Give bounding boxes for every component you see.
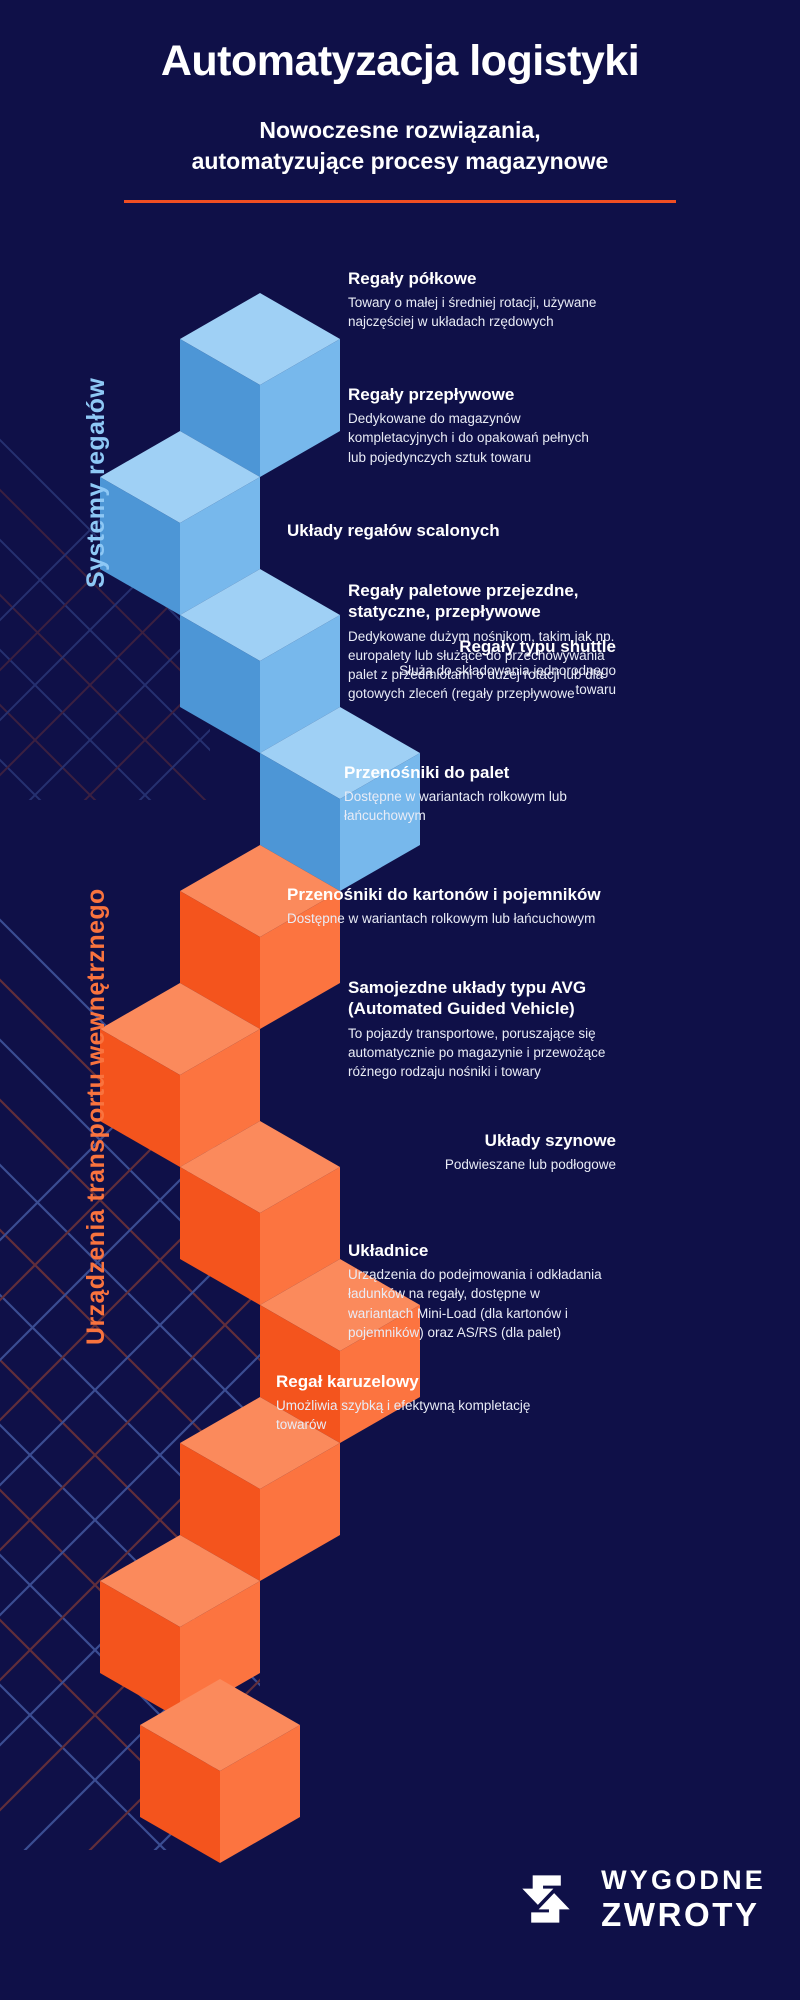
cube-orange-6 <box>100 1535 260 1719</box>
subtitle-line-2: automatyzujące procesy magazynowe <box>191 147 609 174</box>
subtitle-line-1: Nowoczesne rozwiązania, <box>259 117 541 144</box>
entry-przenosniki-do-palet: Przenośniki do palet Dostępne w warianta… <box>344 762 604 826</box>
entry-regaly-typu-shuttle: Regały typu shuttle Służą do składowania… <box>366 636 616 700</box>
cube-orange-3 <box>180 1121 340 1305</box>
entry-title: Regały przepływowe <box>348 385 515 404</box>
brand-logo: WYGODNE ZWROTY <box>509 1862 766 1936</box>
entry-uklady-szynowe: Układy szynowe Podwieszane lub podłogowe <box>366 1130 616 1174</box>
background-hatch-main <box>0 918 260 1850</box>
entry-body: Umożliwia szybką i efektywną kompletację… <box>276 1398 531 1433</box>
entry-title: Regały paletowe przejezdne, statyczne, p… <box>348 581 579 622</box>
entry-przenosniki-do-kartonow: Przenośniki do kartonów i pojemników Dos… <box>287 884 617 928</box>
category-label-transport: Urządzenia transportu wewnętrznego <box>82 888 110 1345</box>
entry-title: Regał karuzelowy <box>276 1372 419 1391</box>
swap-arrows-icon <box>522 1875 570 1923</box>
entry-body: Dostępne w wariantach rolkowym lub łańcu… <box>344 789 567 824</box>
entry-body: To pojazdy transportowe, poruszające się… <box>348 1025 606 1079</box>
cube-orange-1 <box>180 845 340 1029</box>
entry-body: Służą do składowania jednorodnego towaru <box>399 663 616 698</box>
entry-body: Dostępne w wariantach rolkowym lub łańcu… <box>287 911 596 927</box>
entry-title: Przenośniki do kartonów i pojemników <box>287 885 601 904</box>
entry-regal-karuzelowy: Regał karuzelowy Umożliwia szybką i efek… <box>276 1371 534 1435</box>
entry-body: Dedykowane do magazynów kompletacyjnych … <box>348 411 589 465</box>
cube-blue-2 <box>100 431 260 615</box>
entry-samojezdne-uklady-avg: Samojezdne układy typu AVG (Automated Gu… <box>348 977 616 1081</box>
entry-title: Samojezdne układy typu AVG (Automated Gu… <box>348 978 587 1019</box>
cube-blue-1 <box>180 293 340 477</box>
entry-ukladnice: Układnice Urządzenia do podejmowania i o… <box>348 1240 606 1342</box>
entry-title: Układy szynowe <box>484 1131 616 1150</box>
entry-body: Towary o małej i średniej rotacji, używa… <box>348 295 597 330</box>
entry-title: Układy regałów scalonych <box>287 521 500 540</box>
logo-line-1: WYGODNE <box>601 1865 766 1895</box>
logo-wordmark: WYGODNE ZWROTY <box>601 1865 766 1933</box>
entry-body: Dedykowane dużym nośnikom, takim jak np.… <box>348 628 615 701</box>
cube-orange-2 <box>100 983 260 1167</box>
entry-title: Układnice <box>348 1241 429 1260</box>
cube-orange-7 <box>140 1679 300 1863</box>
entry-title: Regały półkowe <box>348 269 477 288</box>
poster-header: Automatyzacja logistyki Nowoczesne rozwi… <box>0 0 800 204</box>
entry-title: Przenośniki do palet <box>344 763 510 782</box>
cube-blue-3 <box>180 569 340 753</box>
page-title: Automatyzacja logistyki <box>160 37 640 85</box>
entry-regaly-przeplywowe: Regały przepływowe Dedykowane do magazyn… <box>348 384 598 467</box>
header-divider <box>124 200 676 204</box>
entry-uklady-regalow-scalonych: Układy regałów scalonych <box>287 520 617 545</box>
entry-body: Urządzenia do podejmowania i odkładania … <box>348 1267 602 1340</box>
entry-body: Podwieszane lub podłogowe <box>444 1157 616 1173</box>
category-label-racking: Systemy regałów <box>82 377 110 588</box>
entry-title: Regały typu shuttle <box>459 637 616 656</box>
logo-line-2: ZWROTY <box>601 1896 760 1933</box>
entry-regaly-polkowe: Regały półkowe Towary o małej i średniej… <box>348 268 598 332</box>
page-subtitle: Nowoczesne rozwiązania, automatyzujące p… <box>0 115 800 176</box>
entry-regaly-paletowe: Regały paletowe przejezdne, statyczne, p… <box>348 580 616 703</box>
